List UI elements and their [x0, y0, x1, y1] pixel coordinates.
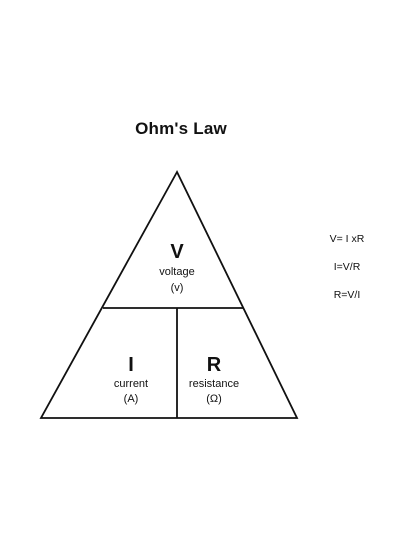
current-symbol: I [128, 354, 134, 376]
formula-resistance: R=V/I [333, 289, 361, 301]
current-unit: (A) [123, 393, 139, 405]
formula-voltage: V= I xR [329, 233, 365, 245]
resistance-cell: R resistance (Ω) [179, 354, 249, 407]
resistance-label: resistance [188, 378, 240, 390]
voltage-unit: (v) [170, 282, 184, 294]
current-label: current [113, 378, 149, 390]
voltage-cell: V voltage (v) [136, 241, 218, 296]
diagram-title: Ohm's Law [135, 119, 227, 138]
formula-list: V= I xR I=V/R R=V/I [312, 232, 382, 316]
resistance-symbol: R [206, 354, 222, 376]
voltage-label: voltage [159, 266, 195, 278]
formula-current: I=V/R [333, 261, 361, 273]
voltage-symbol: V [170, 241, 184, 263]
current-cell: I current (A) [96, 354, 166, 407]
triangle-outline [39, 170, 299, 419]
resistance-unit: (Ω) [206, 393, 222, 405]
